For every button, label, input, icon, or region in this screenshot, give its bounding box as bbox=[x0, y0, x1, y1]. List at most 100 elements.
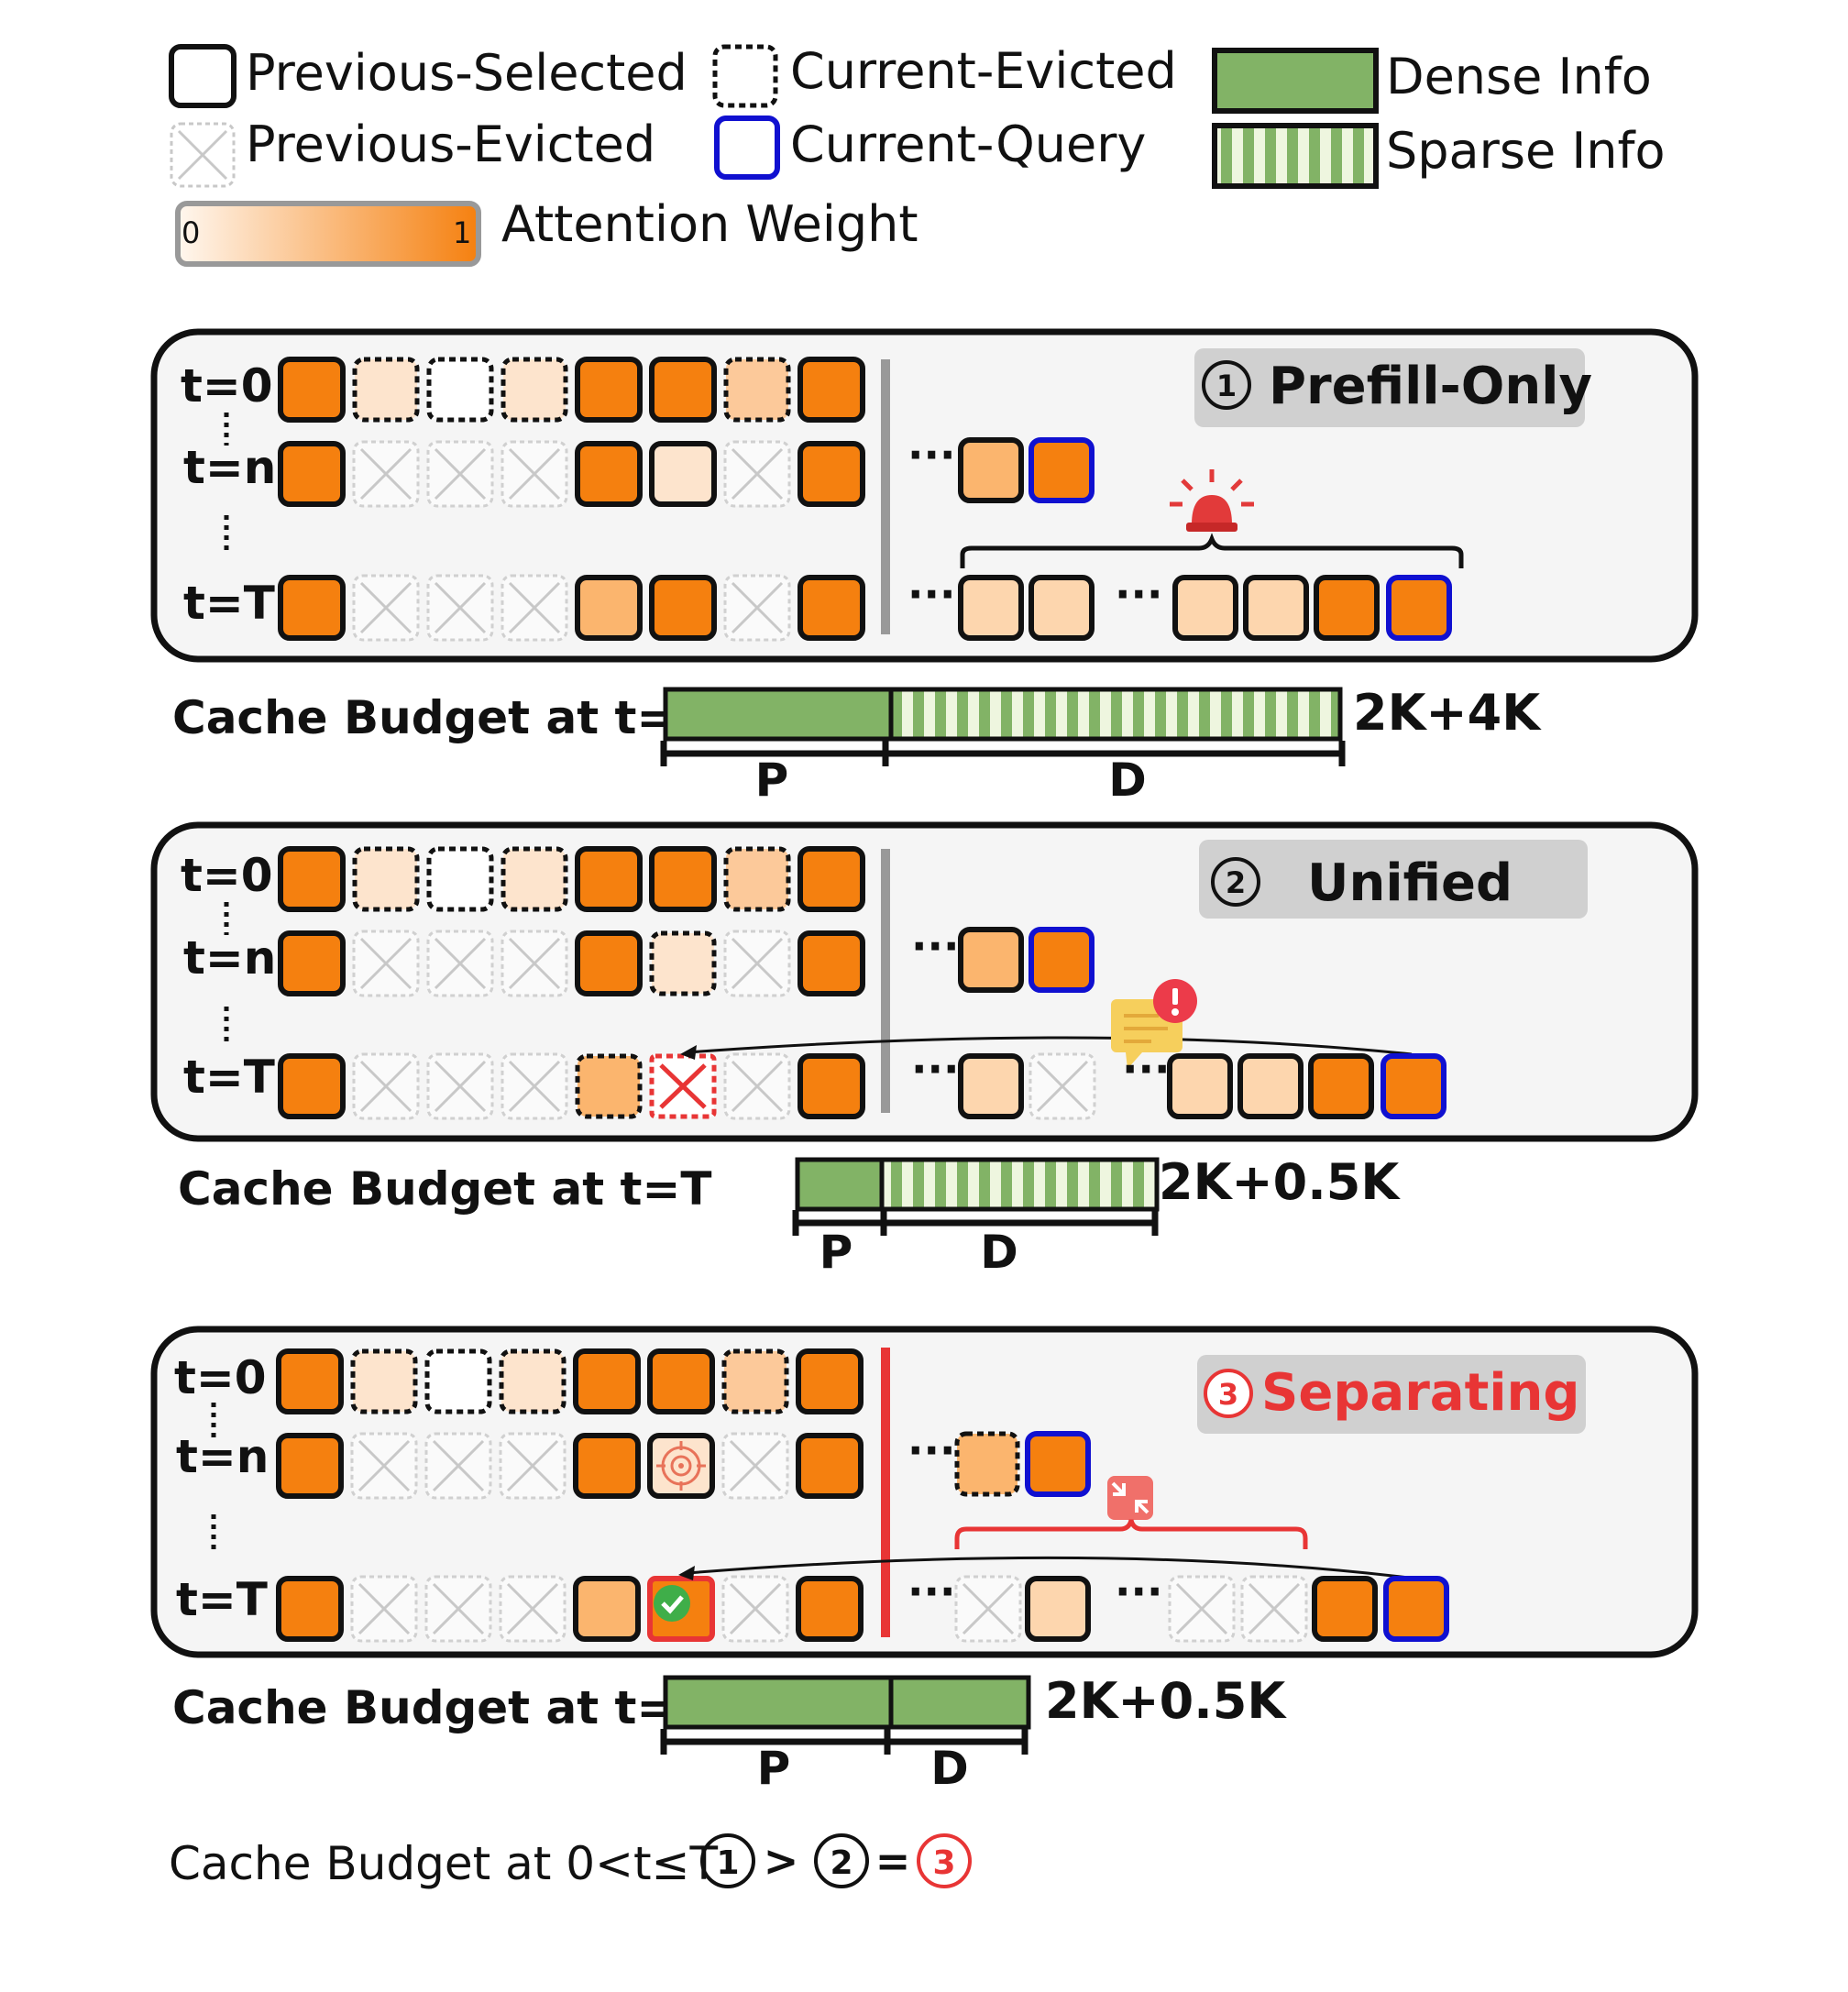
token-selected bbox=[278, 575, 346, 641]
token-previous-evicted bbox=[954, 1575, 1022, 1643]
token-selected bbox=[798, 1053, 865, 1119]
token-current-evicted bbox=[426, 846, 494, 912]
row-label-tT: t=T bbox=[176, 1573, 268, 1626]
decode-token bbox=[1025, 1576, 1091, 1642]
query-token bbox=[1028, 437, 1094, 503]
token-current-evicted bbox=[721, 1348, 789, 1414]
token-selected bbox=[575, 441, 643, 507]
token-selected bbox=[798, 357, 865, 423]
row-label-tn: t=n bbox=[183, 931, 276, 985]
footer-text: Cache Budget at 0<t≤T bbox=[169, 1837, 718, 1890]
ellipsis: ··· bbox=[911, 921, 959, 971]
decode-token bbox=[1312, 1576, 1378, 1642]
token-previous-evicted bbox=[499, 1575, 566, 1643]
legend: Previous-Selected Current-Evicted Dense … bbox=[169, 42, 1666, 267]
decode-token bbox=[1028, 575, 1094, 641]
budget-bar-prefill bbox=[795, 1157, 885, 1212]
decode-token-evicted bbox=[954, 1431, 1020, 1497]
footer-comparison: Cache Budget at 0<t≤T 1 > 2 = 3 bbox=[169, 1833, 972, 1890]
row-label-t0: t=0 bbox=[174, 1351, 267, 1404]
token-previous-evicted bbox=[350, 1432, 418, 1500]
token-selected bbox=[796, 1433, 864, 1499]
token-current-evicted bbox=[352, 846, 420, 912]
budget-d-label: D bbox=[980, 1226, 1018, 1279]
token-previous-evicted bbox=[426, 1052, 494, 1120]
token-previous-evicted bbox=[721, 1432, 789, 1500]
token-previous-evicted bbox=[352, 930, 420, 997]
decode-token bbox=[1308, 1053, 1374, 1119]
token-selected bbox=[649, 846, 717, 912]
alarm-icon bbox=[1170, 469, 1254, 532]
current-evicted-swatch bbox=[712, 44, 778, 108]
decode-token bbox=[1167, 1053, 1233, 1119]
current-query-swatch bbox=[714, 116, 780, 180]
budget-label: Cache Budget at t=T bbox=[172, 691, 706, 744]
query-token bbox=[1380, 1053, 1446, 1119]
token-current-evicted bbox=[723, 357, 791, 423]
token-previous-evicted bbox=[426, 440, 494, 508]
token-previous-evicted bbox=[350, 1575, 418, 1643]
token-previous-evicted bbox=[424, 1432, 492, 1500]
budget-separating: Cache Budget at t=T 2K+0.5K P D bbox=[172, 1672, 1287, 1795]
token-current-evicted bbox=[500, 846, 568, 912]
row-label-t0: t=0 bbox=[181, 849, 273, 902]
token-selected bbox=[575, 846, 643, 912]
row-label-tn: t=n bbox=[176, 1430, 269, 1483]
legend-current-query: Current-Query bbox=[790, 116, 1146, 173]
budget-bar-decode bbox=[888, 1675, 1031, 1730]
budget-d-label: D bbox=[1108, 754, 1147, 807]
budget-bar-prefill bbox=[663, 687, 894, 742]
panel-title-badge bbox=[1194, 348, 1585, 427]
arrow-head bbox=[678, 1566, 695, 1580]
budget-value: 2K+0.5K bbox=[1045, 1672, 1287, 1730]
decode-token bbox=[1314, 575, 1380, 641]
token-selected bbox=[649, 575, 717, 641]
budget-axis bbox=[660, 741, 1346, 766]
warning-message-icon bbox=[1111, 979, 1197, 1069]
token-previous-evicted bbox=[1028, 1052, 1096, 1120]
token-previous-evicted bbox=[500, 440, 568, 508]
token-current-evicted bbox=[575, 1053, 643, 1119]
token-current-evicted bbox=[424, 1348, 492, 1414]
token-previous-evicted bbox=[426, 574, 494, 642]
token-current-evicted bbox=[500, 357, 568, 423]
token-selected bbox=[798, 575, 865, 641]
token-selected bbox=[649, 441, 717, 507]
panel-title-badge bbox=[1199, 840, 1588, 919]
row-label-tT: t=T bbox=[183, 1051, 275, 1104]
token-previous-evicted bbox=[352, 440, 420, 508]
footer-number-1: 1 bbox=[716, 1844, 739, 1882]
row-label-tn: t=n bbox=[183, 441, 276, 494]
panel-prefill-only: t=0 t=n t=T ··· bbox=[150, 328, 1699, 663]
token-selected bbox=[573, 1576, 641, 1642]
token-selected bbox=[575, 357, 643, 423]
compress-icon bbox=[1107, 1476, 1153, 1520]
ellipsis: ··· bbox=[908, 1425, 955, 1475]
panel-number: 1 bbox=[1216, 369, 1237, 403]
legend-attention-weight: Attention Weight bbox=[501, 195, 918, 253]
ellipsis: ··· bbox=[908, 1567, 955, 1616]
ellipsis: ··· bbox=[1115, 1567, 1162, 1616]
budget-p-label: P bbox=[757, 1742, 791, 1795]
ellipsis: ··· bbox=[1115, 569, 1162, 619]
panel-title-badge bbox=[1197, 1355, 1586, 1434]
token-selected bbox=[647, 1348, 715, 1414]
panel-title: Separating bbox=[1261, 1363, 1580, 1423]
budget-axis bbox=[660, 1729, 1028, 1755]
panel-separating: t=0 t=n t=T bbox=[150, 1326, 1699, 1658]
legend-current-evicted: Current-Evicted bbox=[790, 42, 1177, 100]
token-targeted bbox=[647, 1433, 715, 1499]
bracket bbox=[960, 533, 1464, 568]
token-selected bbox=[276, 1348, 344, 1414]
decode-token bbox=[1172, 575, 1238, 641]
decode-token bbox=[958, 437, 1024, 503]
token-current-evicted bbox=[352, 357, 420, 423]
attention-arrow bbox=[687, 1036, 1413, 1056]
token-selected bbox=[649, 357, 717, 423]
token-previous-evicted bbox=[424, 1575, 492, 1643]
panel-unified: t=0 t=n t=T bbox=[150, 821, 1699, 1142]
previous-evicted-swatch bbox=[170, 122, 236, 188]
token-previous-evicted bbox=[500, 1052, 568, 1120]
footer-circle-1 bbox=[700, 1833, 755, 1888]
ellipsis: ··· bbox=[908, 430, 955, 479]
